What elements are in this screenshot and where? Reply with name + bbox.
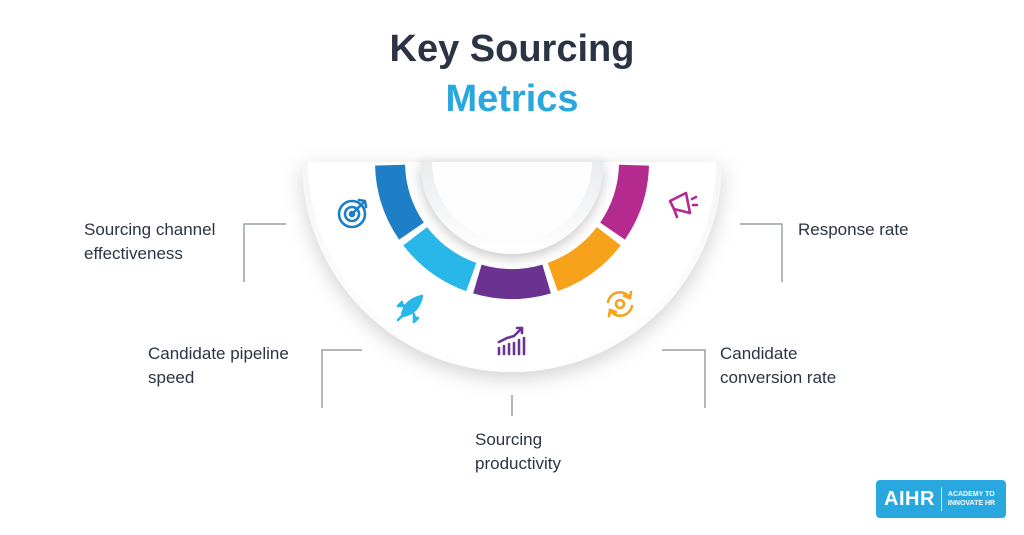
connector-conversion-rate	[662, 349, 706, 408]
logo-tagline-line-1: ACADEMY TO	[947, 491, 995, 498]
ring-segments	[375, 164, 649, 299]
target-icon	[337, 198, 368, 229]
logo-name: AIHR	[884, 487, 935, 510]
label-sourcing-productivity: Sourcing productivity	[475, 428, 561, 476]
aihr-logo: AIHR ACADEMY TO INNOVATE HR	[876, 480, 1006, 518]
label-candidate-conversion-rate: Candidate conversion rate	[720, 342, 836, 390]
ring-segment	[547, 227, 621, 292]
label-line: Candidate	[720, 344, 798, 363]
growth-chart-icon	[497, 326, 526, 356]
logo-tagline-line-2: INNOVATE HR	[947, 500, 996, 507]
inner-hub-face	[432, 162, 592, 242]
connector-response-rate	[740, 223, 783, 282]
metric-icons	[337, 191, 699, 356]
label-line: productivity	[475, 454, 561, 473]
ring-segment	[375, 164, 424, 240]
ring-segment	[600, 164, 649, 240]
connectors	[243, 223, 783, 416]
ring-segment	[403, 227, 477, 292]
ring-segment	[473, 264, 551, 299]
connector-pipeline-speed	[321, 349, 362, 408]
label-sourcing-channel-effectiveness: Sourcing channel effectiveness	[84, 218, 215, 266]
logo-divider	[940, 487, 942, 511]
label-line: speed	[148, 368, 195, 387]
label-line: conversion rate	[720, 368, 837, 387]
label-line: Sourcing	[475, 430, 543, 449]
label-line: Candidate pipeline	[148, 344, 289, 363]
connector-channel-effectiveness	[243, 223, 286, 282]
title-line-2: Metrics	[445, 78, 579, 120]
label-candidate-pipeline-speed: Candidate pipeline speed	[148, 342, 289, 390]
logo-tagline: ACADEMY TO INNOVATE HR	[948, 490, 995, 508]
conversion-cycle-icon	[606, 290, 634, 318]
title-line-1: Key Sourcing	[389, 28, 635, 70]
label-line: Sourcing channel	[84, 220, 216, 239]
megaphone-icon	[668, 191, 699, 219]
label-line: Response rate	[798, 220, 909, 239]
rocket-icon	[396, 294, 424, 324]
label-response-rate: Response rate	[798, 218, 909, 242]
label-line: effectiveness	[84, 244, 183, 263]
